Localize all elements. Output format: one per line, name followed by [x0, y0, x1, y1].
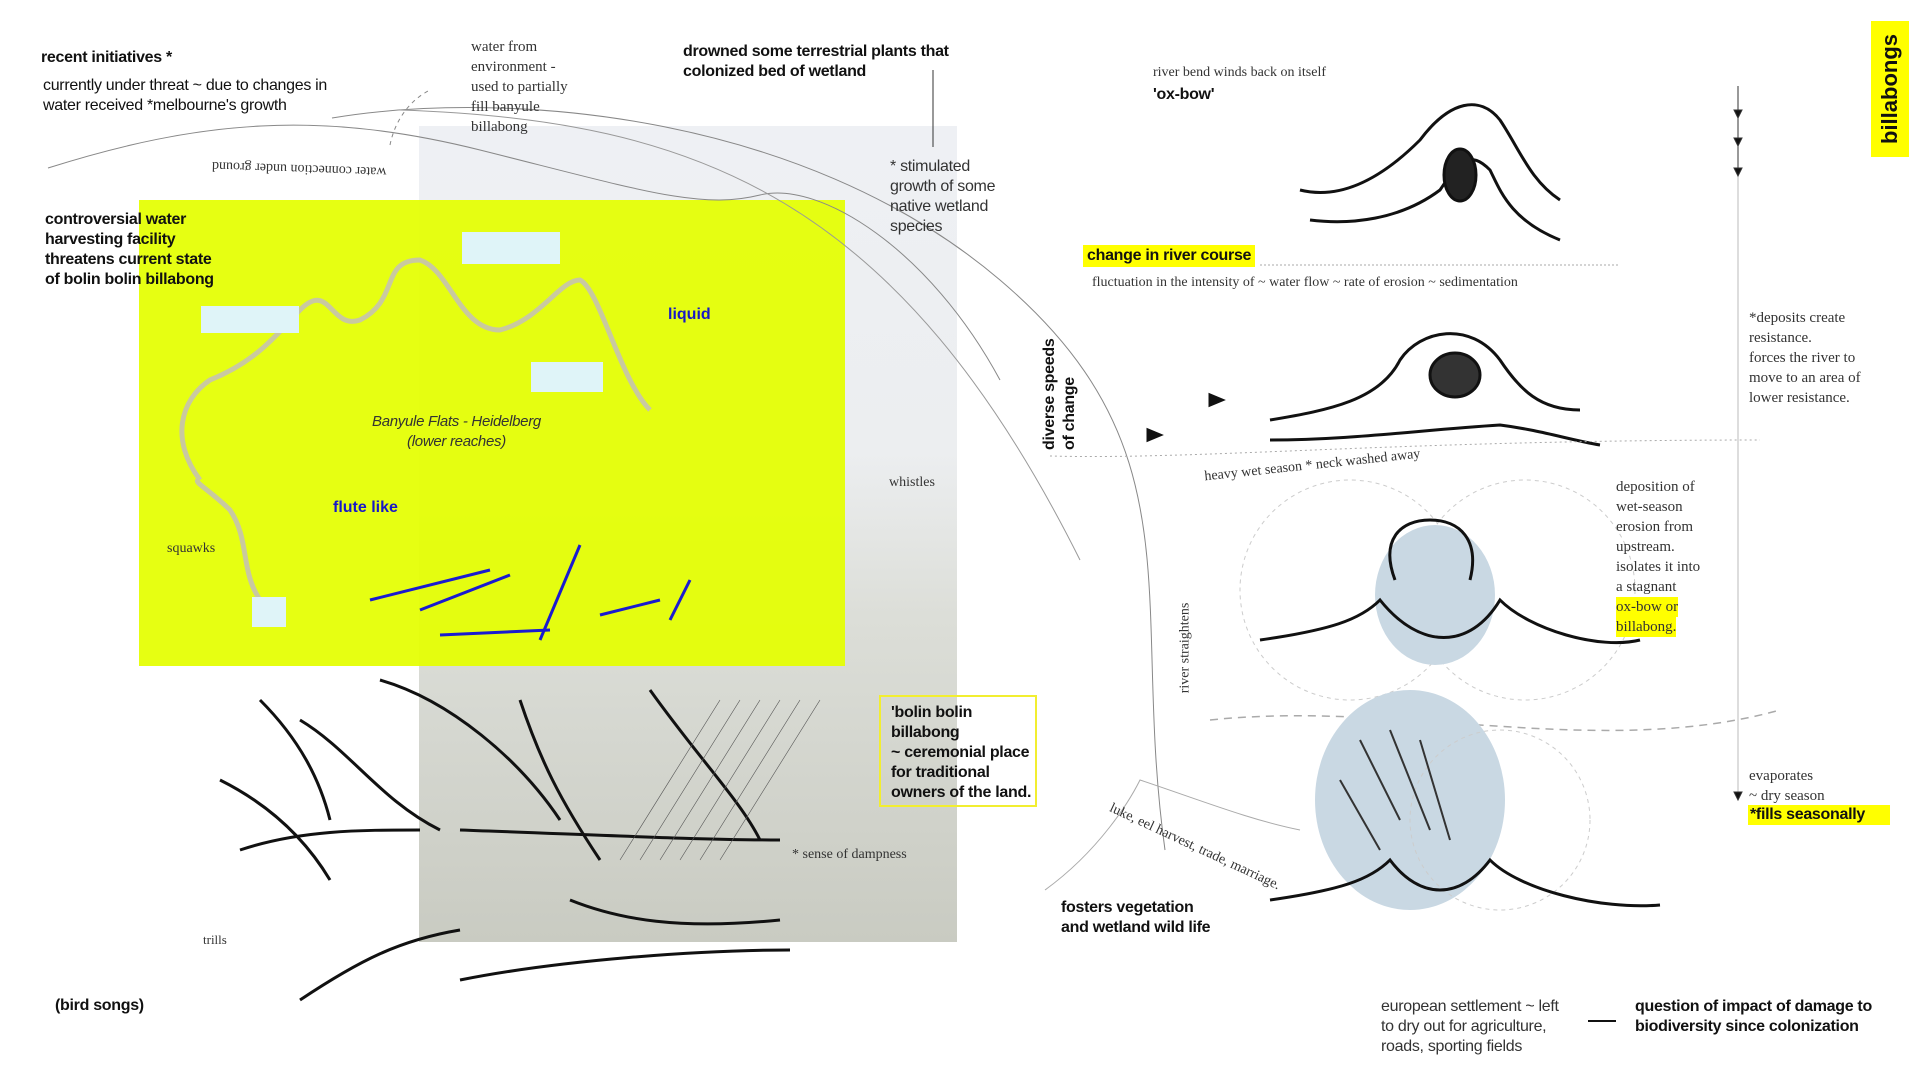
text-line: isolates it into	[1616, 559, 1701, 575]
river-outline	[179, 257, 652, 482]
connector-curve	[47, 124, 1001, 381]
text-line: controversial water	[45, 211, 187, 228]
connector-curve	[399, 109, 1081, 561]
text-line: upstream.	[1616, 539, 1675, 555]
text-line: environment -	[471, 59, 556, 75]
text-line: species	[890, 218, 943, 235]
diverse-speeds-label: diverse speeds of change	[1040, 330, 1080, 450]
text-line: diverse speeds	[1041, 338, 1058, 450]
text-line: threatens current state	[45, 251, 212, 268]
text-line: 'bolin bolin	[891, 704, 973, 721]
liquid-label: liquid	[668, 306, 711, 323]
text-line: roads, sporting fields	[1381, 1038, 1523, 1055]
text-line: lower resistance.	[1749, 390, 1850, 406]
deposition-note: deposition of wet-season erosion from up…	[1616, 477, 1700, 637]
yellow-overlay-panel	[139, 200, 845, 666]
dashed-arrow	[389, 89, 431, 146]
text-line: move to an area of	[1749, 370, 1861, 386]
text-line: and wetland wild life	[1061, 919, 1211, 936]
text-line: harvesting facility	[45, 231, 176, 248]
fosters-note: fosters vegetation and wetland wild life	[1061, 898, 1211, 938]
map-tag	[531, 362, 603, 392]
bird-songs-label: (bird songs)	[55, 997, 144, 1014]
text-line: fosters vegetation	[1061, 899, 1194, 916]
text-line: deposition of	[1616, 479, 1695, 495]
squawks-label: squawks	[167, 541, 216, 556]
text-line: question of impact of damage to	[1635, 998, 1872, 1015]
text-line: a stagnant	[1616, 579, 1677, 595]
map-tag	[252, 597, 286, 627]
oxbow-sketch-2	[1049, 332, 1761, 458]
hatch-lines	[619, 699, 821, 861]
title-text: billabongs	[1877, 34, 1902, 144]
text-line: drowned some terrestrial plants that	[683, 43, 949, 60]
map-tag	[201, 306, 299, 333]
river-outline	[195, 477, 263, 602]
text-line: growth of some	[890, 178, 996, 195]
map-tag	[462, 232, 560, 264]
flute-like-label: flute like	[333, 499, 398, 516]
text-line: resistance.	[1749, 330, 1812, 346]
text-line: european settlement ~ left	[1381, 998, 1559, 1015]
oxbow-sketch-1	[1260, 103, 1620, 266]
billabongs-title: billabongs	[1871, 21, 1909, 157]
text-line: colonized bed of wetland	[683, 63, 867, 80]
text-line: ~ ceremonial place	[891, 744, 1030, 761]
text-line: (lower reaches)	[407, 433, 506, 450]
text-line: forces the river to	[1749, 350, 1856, 366]
text-line: wet-season	[1616, 499, 1683, 515]
black-strokes	[219, 678, 791, 1002]
text-line: erosion from	[1616, 519, 1694, 535]
european-settlement-note: european settlement ~ left to dry out fo…	[1381, 997, 1559, 1057]
blue-strokes	[369, 544, 692, 641]
river-straightens-label: river straightens	[1177, 602, 1193, 694]
text-line: currently under threat ~ due to changes …	[43, 77, 328, 94]
drowned-note: drowned some terrestrial plants that col…	[683, 42, 949, 82]
deposits-note: *deposits create resistance. forces the …	[1749, 308, 1861, 408]
highlighted-line: ox-bow or	[1616, 597, 1679, 617]
stimulated-note: * stimulated growth of some native wetla…	[890, 157, 995, 237]
text-line: *deposits create	[1749, 310, 1846, 326]
billabong-sketch-4	[1044, 690, 1661, 911]
controversial-note: controversial water harvesting facility …	[45, 210, 214, 290]
text-line: billabong	[891, 724, 960, 741]
bolin-bolin-box: 'bolin bolin billabong ~ ceremonial plac…	[879, 695, 1037, 807]
text-line: water from	[471, 39, 538, 55]
location-label: Banyule Flats - Heidelberg (lower reache…	[372, 412, 541, 452]
text-line: ~ dry season	[1749, 788, 1825, 804]
text-line: evaporates	[1749, 768, 1814, 784]
oxbow-sketch-3	[1209, 479, 1781, 732]
ox-bow-label: 'ox-bow'	[1153, 86, 1215, 103]
text-line: native wetland	[890, 198, 989, 215]
change-course-label: change in river course	[1083, 245, 1256, 267]
whistles-label: whistles	[889, 475, 935, 490]
connector-curve	[331, 107, 1166, 851]
text-line: owners of the land.	[891, 784, 1032, 801]
text-line: billabong	[471, 119, 528, 135]
trills-label: trills	[203, 932, 227, 947]
text-line: * stimulated	[890, 158, 970, 175]
fills-seasonally-label: *fills seasonally	[1748, 805, 1890, 825]
fluctuation-note: fluctuation in the intensity of ~ water …	[1092, 275, 1518, 290]
text-line: used to partially	[471, 79, 568, 95]
river-bend-note: river bend winds back on itself	[1153, 65, 1327, 80]
recent-initiatives-heading: recent initiatives *	[41, 49, 172, 66]
question-impact-note: question of impact of damage to biodiver…	[1635, 997, 1872, 1037]
text-line: water received *melbourne's growth	[43, 97, 287, 114]
text-line: fill banyule	[471, 99, 540, 115]
text-line: Banyule Flats - Heidelberg	[372, 413, 541, 430]
threat-note: currently under threat ~ due to changes …	[43, 76, 327, 116]
timeline-arrow	[1733, 86, 1743, 802]
water-from-note: water from environment - used to partial…	[471, 37, 568, 137]
text-line: to dry out for agriculture,	[1381, 1018, 1547, 1035]
dampness-label: * sense of dampness	[792, 847, 907, 862]
text-line: of bolin bolin billabong	[45, 271, 214, 288]
text-line: of change	[1061, 377, 1078, 450]
text-line: biodiversity since colonization	[1635, 1018, 1859, 1035]
text-line: for traditional	[891, 764, 990, 781]
highlighted-line: billabong.	[1616, 617, 1677, 637]
evaporates-note: evaporates ~ dry season	[1749, 766, 1825, 806]
